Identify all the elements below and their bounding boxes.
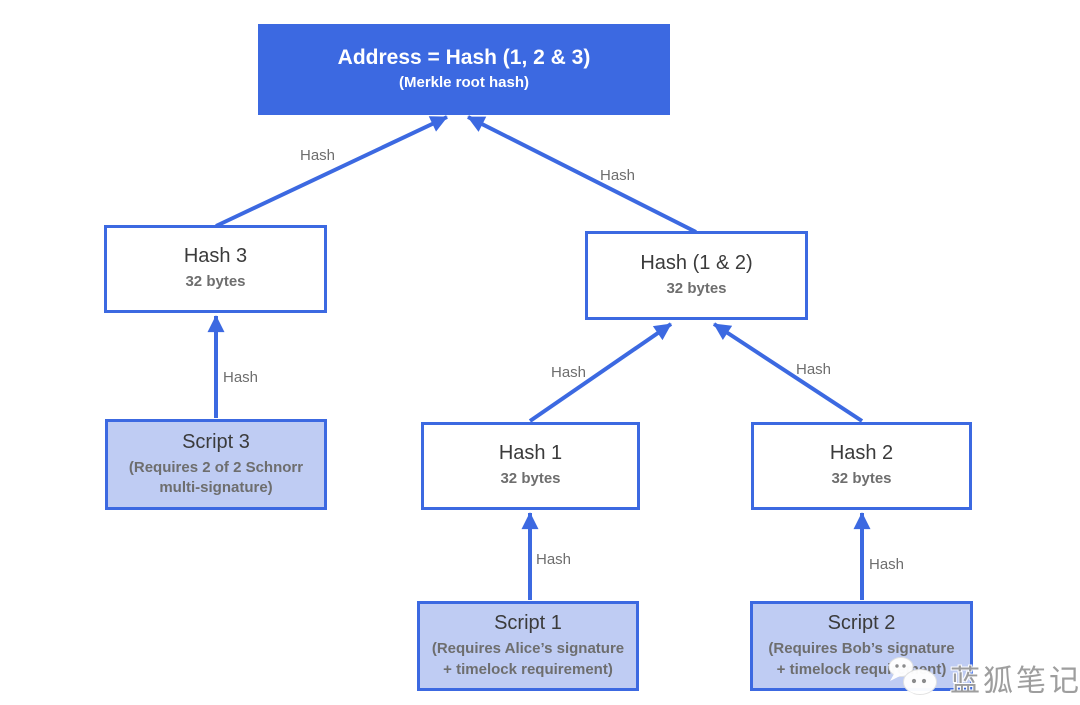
node-merkle-root-subtitle: (Merkle root hash) <box>398 73 530 91</box>
node-script1-subtitle: (Requires Alice’s signature + timelock r… <box>431 640 625 678</box>
arrow-hash2-to-hash12 <box>712 322 864 423</box>
edge-label-hash2-to-hash12: Hash <box>796 361 832 378</box>
node-merkle-root-title: Address = Hash (1, 2 & 3) <box>337 45 591 69</box>
node-hash2: Hash 2 32 bytes <box>751 422 972 510</box>
node-merkle-root: Address = Hash (1, 2 & 3) (Merkle root h… <box>258 24 670 115</box>
node-script3-subtitle: (Requires 2 of 2 Schnorr multi-signature… <box>128 458 304 496</box>
node-script1: Script 1 (Requires Alice’s signature + t… <box>417 601 639 691</box>
edge-label-hash12-to-root: Hash <box>600 167 636 184</box>
watermark-text: 蓝狐笔记 <box>950 665 1080 698</box>
node-script3: Script 3 (Requires 2 of 2 Schnorr multi-… <box>105 419 327 510</box>
arrow-hash12-to-root <box>467 115 697 234</box>
wechat-icon <box>888 657 937 700</box>
node-hash1: Hash 1 32 bytes <box>421 422 640 510</box>
arrow-hash1-to-hash12 <box>528 322 673 423</box>
node-hash2-title: Hash 2 <box>829 442 894 465</box>
node-hash12-title: Hash (1 & 2) <box>640 251 753 274</box>
edge-label-hash1-to-hash12: Hash <box>551 364 587 381</box>
node-script3-title: Script 3 <box>182 430 250 453</box>
node-hash3-title: Hash 3 <box>183 245 248 268</box>
node-hash12-subtitle: 32 bytes <box>666 279 727 297</box>
edge-label-script1-to-hash1: Hash <box>536 551 572 568</box>
node-script2: Script 2 (Requires Bob’s signature + tim… <box>750 601 973 691</box>
edge-label-script2-to-hash2: Hash <box>869 556 905 573</box>
node-hash2-subtitle: 32 bytes <box>831 470 892 488</box>
node-hash3-subtitle: 32 bytes <box>185 273 246 291</box>
node-hash1-title: Hash 1 <box>498 442 563 465</box>
node-script2-title: Script 2 <box>827 612 896 635</box>
node-hash3: Hash 3 32 bytes <box>104 225 327 313</box>
arrow-hash3-to-root <box>215 115 448 228</box>
node-hash12: Hash (1 & 2) 32 bytes <box>585 231 808 320</box>
node-script1-title: Script 1 <box>494 612 562 635</box>
node-hash1-subtitle: 32 bytes <box>500 470 561 488</box>
edge-label-script3-to-hash3: Hash <box>223 369 259 386</box>
watermark: 蓝狐笔记 <box>886 655 1080 701</box>
edge-label-hash3-to-root: Hash <box>300 147 336 164</box>
